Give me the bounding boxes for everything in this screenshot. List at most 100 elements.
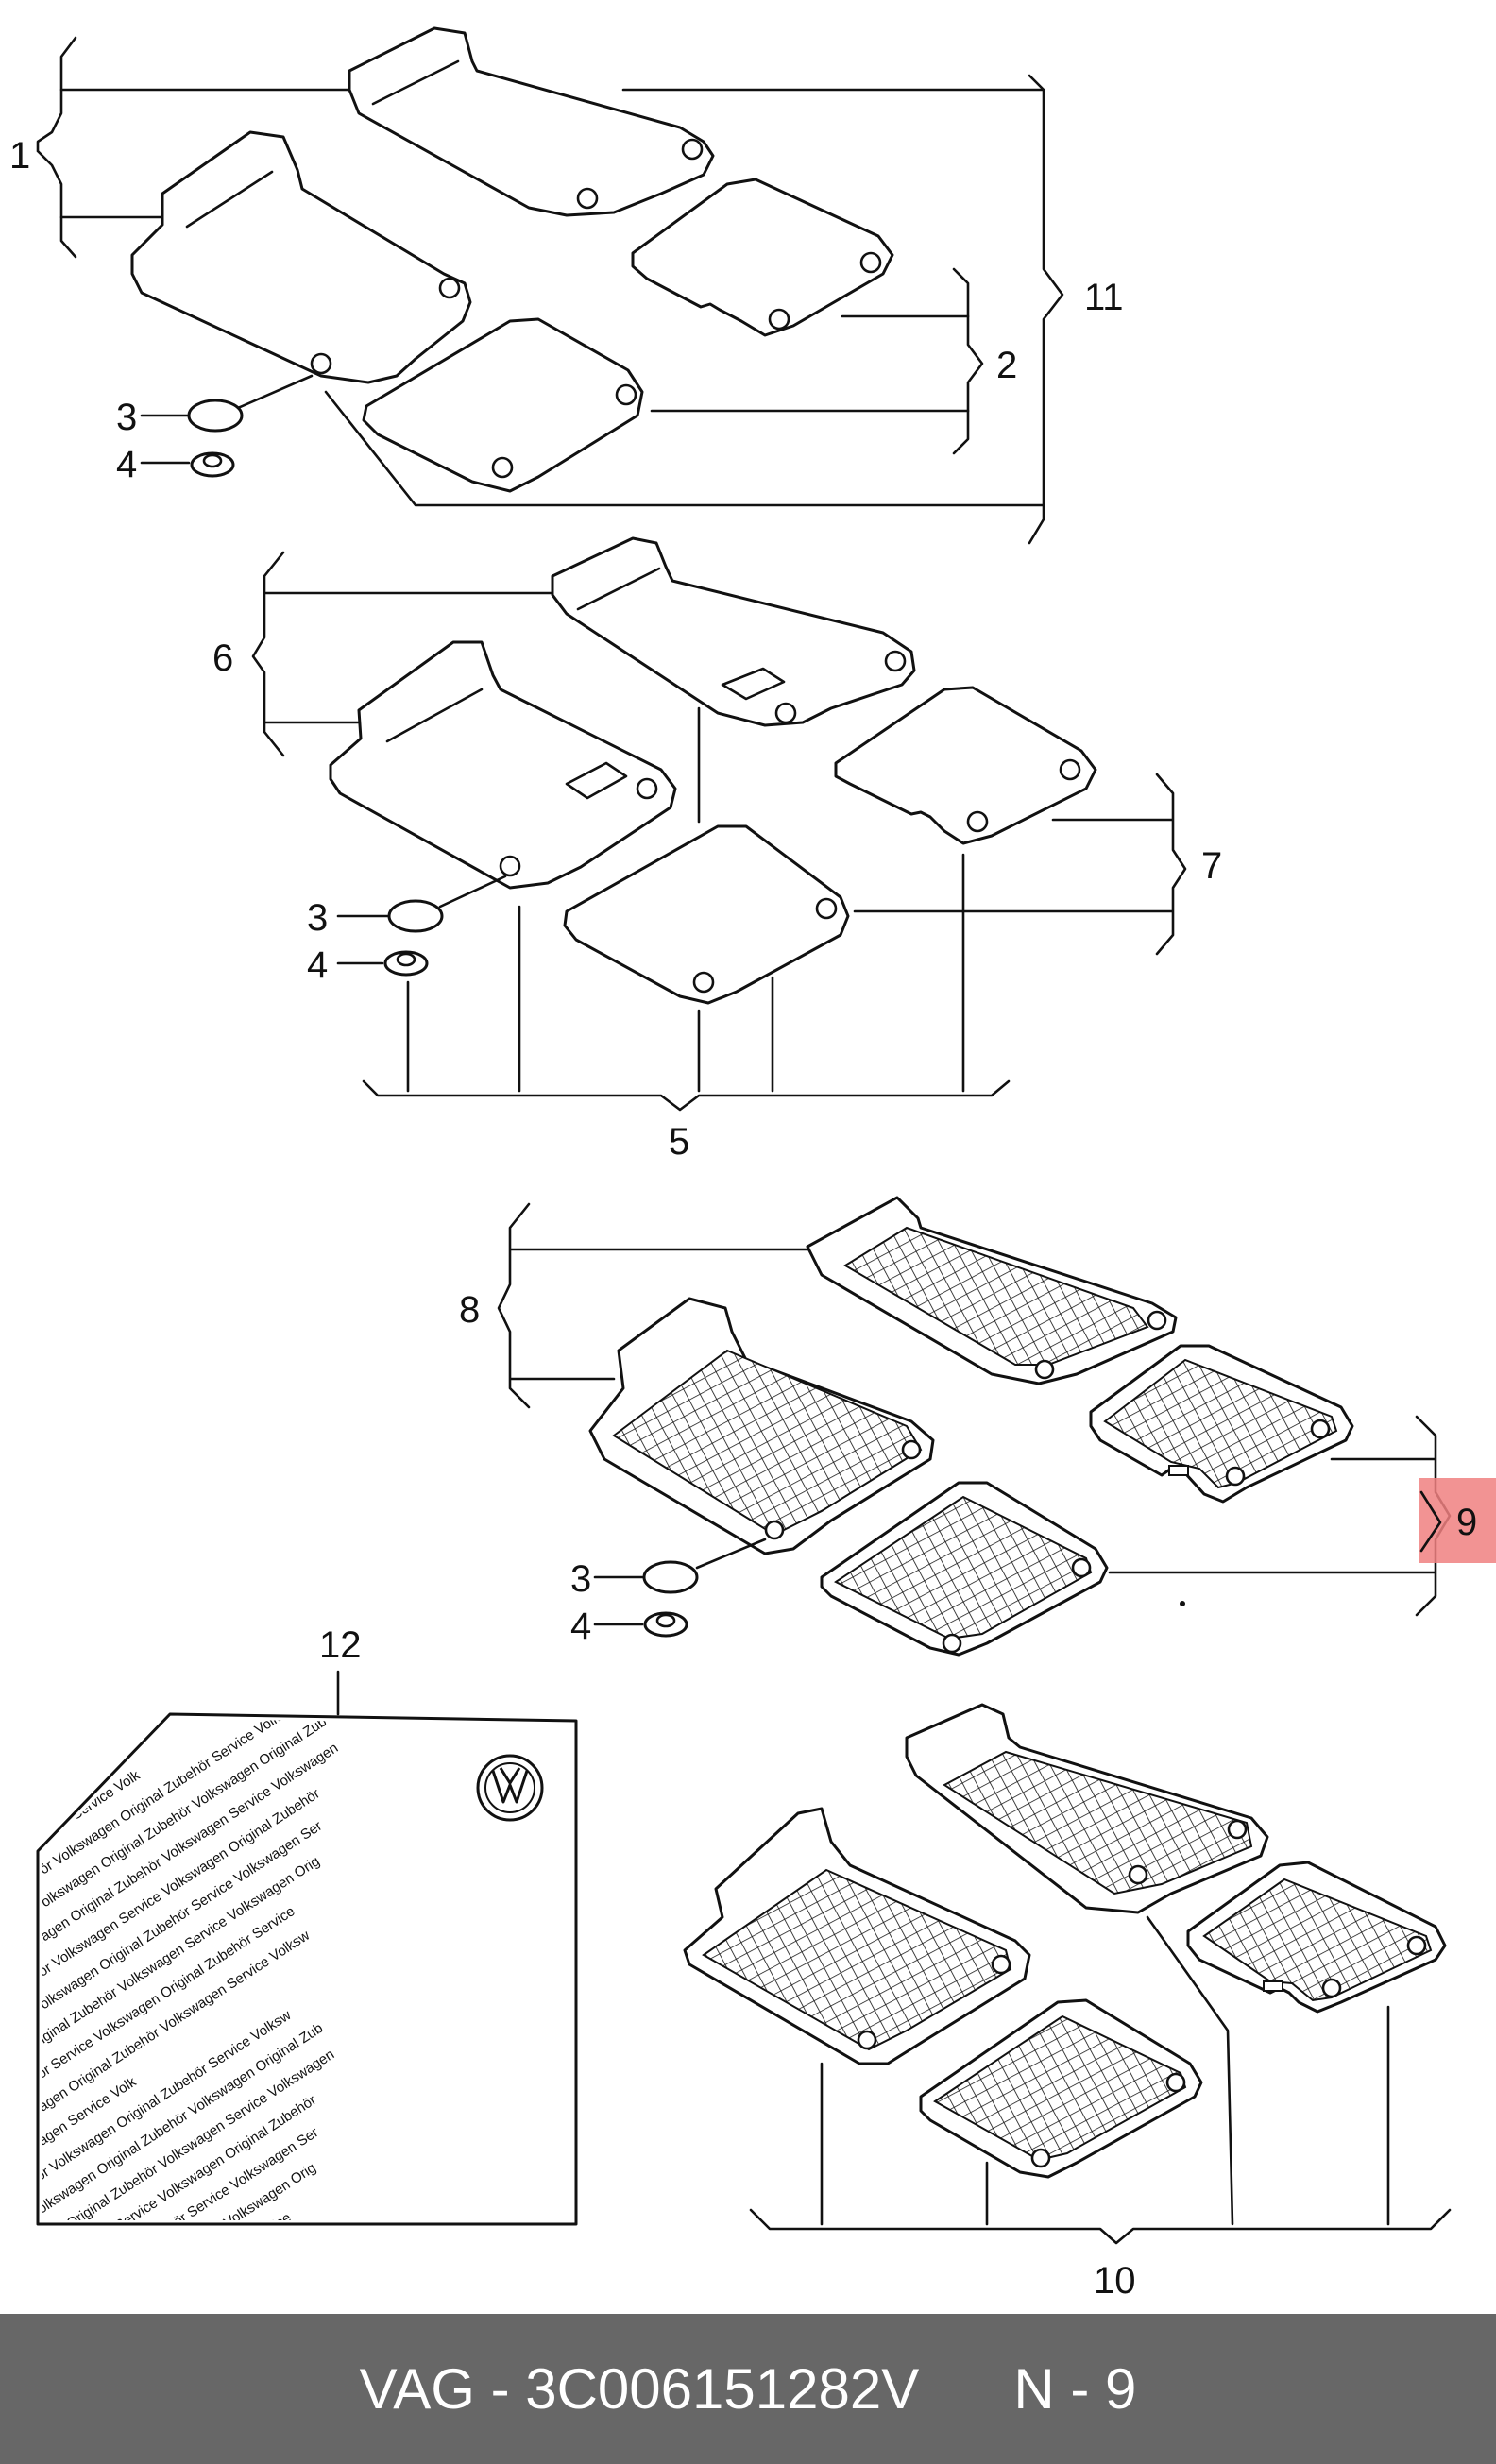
leader-6 [251,551,554,757]
mat-fixing-hole [1165,2072,1186,2093]
clip-base-pin [396,952,416,967]
front-mat-right [348,26,715,217]
callout-10: 10 [1094,2260,1136,2302]
mat-fixing-hole [966,810,989,833]
mat-fixing-hole [884,650,907,672]
mat-fixing-hole [1227,1819,1248,1840]
leader-1a [60,88,351,219]
callout-12: 12 [319,1624,362,1666]
group-sticker-12: 12 Service Volkswagen Service Volk Origi… [0,1624,578,2314]
label-tag [721,667,786,701]
callout-4: 4 [116,444,137,485]
clip-base [383,950,429,977]
leader-2a [650,314,970,413]
mat-fixing-hole [1225,1466,1246,1487]
mat-fixing-hole [636,777,658,800]
clip-cap [387,899,444,933]
mat-fixing-hole [859,251,882,274]
mat-fixing-hole [764,1520,785,1540]
callout-6: 6 [212,637,233,679]
front-mat-left-2 [329,640,677,890]
mat-fixing-hole [991,1954,1012,1975]
rear-mat-right [631,178,894,337]
leader-11a [324,88,1046,507]
highlight-box [1420,1478,1496,1563]
mat-fixing-hole [1128,1864,1148,1885]
mat-fixing-hole [1321,1978,1342,1998]
rear-mat-left-2 [563,824,850,1005]
heelpad [385,688,484,743]
footer-page: N - 9 [1013,2357,1137,2421]
heelpad [576,567,661,611]
group-floor-mats-with-label: 6 7 5 3 4 [212,536,1222,1163]
label-tag [565,761,628,800]
leader-11 [1028,74,1064,545]
mat-fixing-hole [310,352,332,375]
vw-logo-icon [476,1754,544,1822]
callout-7: 7 [1201,845,1222,887]
callout-1: 1 [9,135,30,177]
front-mat-left [130,130,472,384]
leader-3c [593,1538,767,1579]
leader-5 [362,1079,1011,1112]
callout-11: 11 [1084,277,1124,318]
sticker-line: Service Volkswagen Original Zubehör Volk… [0,2234,309,2314]
clip-cap [187,399,244,433]
leader-5-drops [406,706,965,1093]
mat-fixing-hole [901,1439,922,1460]
front-mat-right-2 [551,536,916,727]
leader-10-drops [820,1915,1390,2226]
mat-fixing-hole [1030,2148,1051,2168]
callout-9: 9 [1456,1502,1477,1543]
leader-10 [749,2208,1452,2245]
callout-2: 2 [996,345,1017,386]
callout-3: 3 [307,897,328,939]
leader-1 [36,36,77,259]
grid-pattern [943,1750,1253,1895]
footer-part-number: 3C006151282V [525,2357,920,2421]
mat-notch [1168,1465,1189,1476]
leader-2 [952,267,984,455]
mat-fixing-hole [681,138,704,161]
mat-fixing-hole [815,897,838,920]
leader-9-tip [1420,1490,1442,1553]
footer-gap [919,2356,1013,2422]
mat-fixing-hole [692,971,715,994]
leader-3b [336,875,507,918]
group-rubber-mats-9: 9 8 3 4 [459,1196,1496,1657]
rear-mat-left [362,317,644,493]
grid-pattern [843,1226,1149,1366]
mat-fixing-hole [1310,1419,1331,1439]
callout-3: 3 [570,1558,591,1600]
mat-fixing-hole [942,1633,962,1654]
mat-fixing-hole [1071,1557,1092,1578]
leader-7 [853,773,1187,956]
footer-separator: - [474,2357,526,2421]
clip-base [190,451,235,478]
mat-fixing-hole [1147,1310,1167,1331]
rear-mat-right-2 [834,686,1097,845]
callout-5: 5 [669,1121,689,1163]
exploded-parts-diagram: 1 11 2 3 4 6 7 5 3 4 [0,26,1496,2314]
dot-mark [1180,1601,1185,1606]
clip-base [643,1611,688,1638]
callout-4: 4 [570,1606,591,1647]
mat-fixing-hole [1406,1935,1427,1956]
group-rubber-mats-10: 10 [683,1703,1452,2302]
callout-3: 3 [116,397,137,438]
mat-fixing-hole [491,456,514,479]
mat-fixing-hole [774,702,797,724]
callout-4: 4 [307,944,328,986]
mat-fixing-hole [768,308,790,331]
leader-3a [140,374,314,417]
mat-fixing-hole [576,187,599,210]
footer-bar: VAG - 3C006151282V N - 9 [0,2314,1496,2464]
leader-8 [497,1202,809,1409]
group-floor-mats-plain: 1 11 2 3 4 [9,26,1124,545]
mat-fixing-hole [438,277,461,299]
front-mat-left-heelpad [185,170,274,229]
mat-fixing-hole [857,2030,877,2050]
callout-8: 8 [459,1289,480,1331]
mat-fixing-hole [1034,1359,1055,1380]
